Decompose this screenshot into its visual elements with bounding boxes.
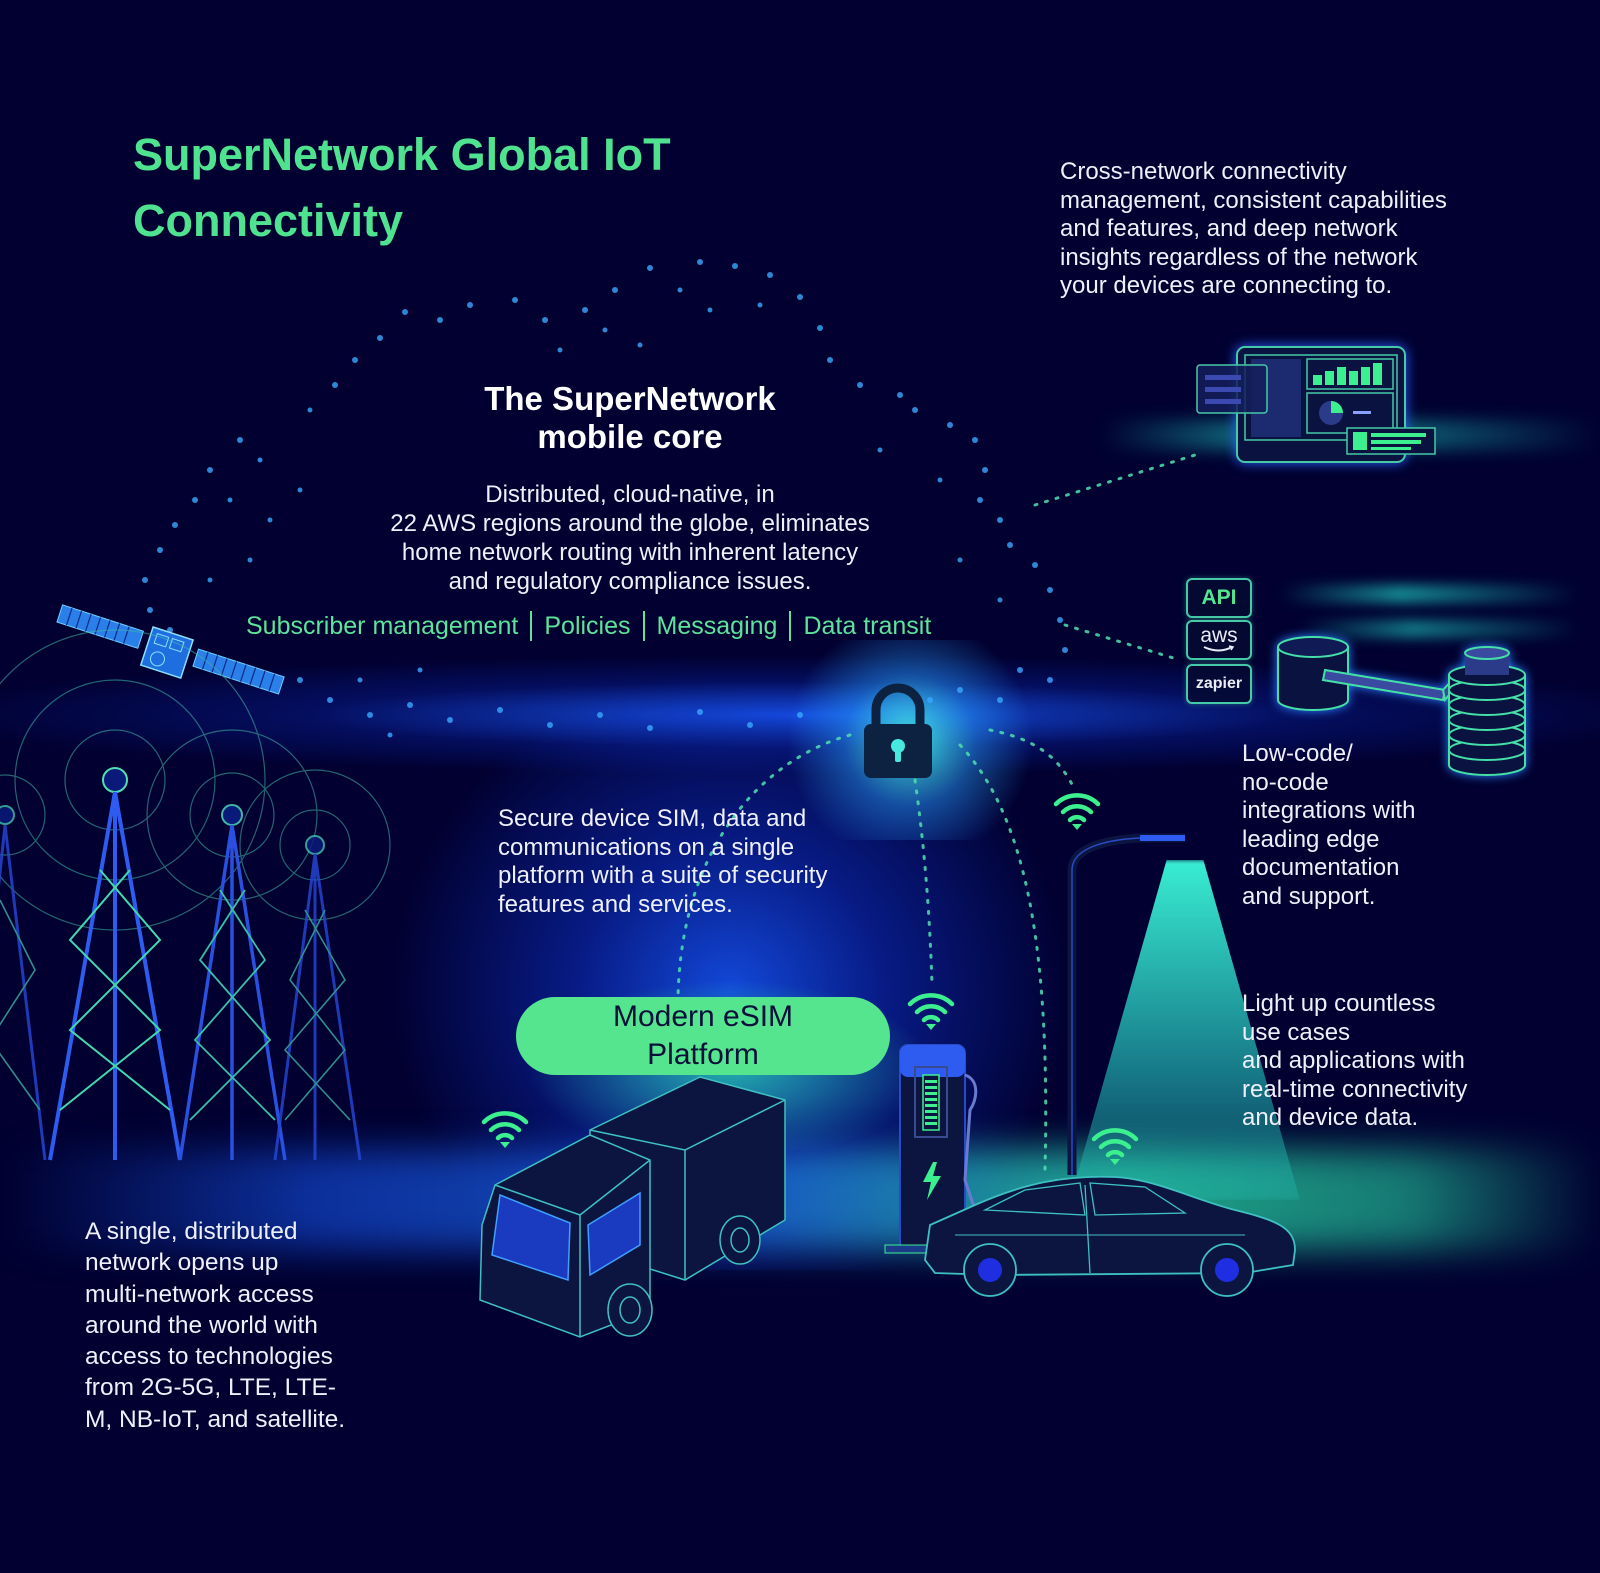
- api-label: API: [1201, 586, 1237, 609]
- callout-line: around the world with: [85, 1311, 318, 1339]
- mobile-core-description: Distributed, cloud-native, in 22 AWS reg…: [320, 480, 940, 596]
- desc-line: Distributed, cloud-native, in: [485, 481, 775, 508]
- dashboard-icon: [1196, 346, 1436, 463]
- feature-separator: [789, 611, 792, 641]
- callout-line: platform with a suite of security: [498, 862, 828, 889]
- database-icon: [1277, 636, 1526, 776]
- api-badge: API: [1186, 578, 1252, 618]
- integration-light-streak: [1300, 620, 1580, 638]
- callout-line: access to technologies: [85, 1343, 333, 1371]
- callout-line: integrations with: [1242, 797, 1416, 824]
- feature-separator: [642, 611, 645, 641]
- feature-subscriber-management: Subscriber management: [246, 612, 519, 640]
- callout-line: and support.: [1242, 882, 1376, 910]
- wifi-signal-icon: [1091, 1128, 1139, 1165]
- page-title: SuperNetwork Global IoT Connectivity: [133, 122, 773, 254]
- callout-line: and applications with: [1242, 1047, 1465, 1074]
- callout-line: leading edge: [1242, 825, 1380, 853]
- callout-line: features and services.: [498, 890, 733, 918]
- ground-glow-band: [0, 1150, 1600, 1250]
- core-feature-list: Subscriber management Policies Messaging…: [246, 610, 1026, 642]
- cell-towers: [0, 629, 391, 1161]
- callout-line: Light up countless: [1242, 990, 1436, 1017]
- feature-data-transit: Data transit: [803, 612, 932, 640]
- zapier-badge: zapier: [1186, 664, 1252, 704]
- mobile-core-heading-line-2: mobile core: [537, 418, 723, 455]
- wifi-signal-icon: [1053, 793, 1101, 830]
- feature-separator: [530, 611, 533, 641]
- integration-light-streak: [1280, 585, 1580, 603]
- secure-device-callout: Secure device SIM, data and communicatio…: [498, 805, 918, 919]
- truck-icon: [479, 1076, 786, 1338]
- mobile-core-heading: The SuperNetwork mobile core: [400, 380, 860, 456]
- callout-line: A single, distributed: [85, 1218, 298, 1245]
- cell-tower-icon: [48, 767, 182, 1161]
- callout-line: Low-code/: [1242, 740, 1353, 767]
- callout-line: and features, and deep network: [1060, 215, 1398, 242]
- lock-icon: [864, 683, 932, 778]
- callout-line: your devices are connecting to.: [1060, 272, 1393, 299]
- callout-line: documentation: [1242, 854, 1400, 881]
- callout-line: network opens up: [85, 1249, 279, 1277]
- callout-line: management, consistent capabilities: [1060, 186, 1447, 214]
- callout-line: Cross-network connectivity: [1060, 158, 1347, 185]
- callout-line: and device data.: [1242, 1104, 1419, 1131]
- callout-line: multi-network access: [85, 1280, 314, 1308]
- desc-line: home network routing with inherent laten…: [401, 539, 859, 566]
- page-title-line-2: Connectivity: [133, 195, 404, 246]
- cross-network-callout: Cross-network connectivity management, c…: [1060, 158, 1540, 301]
- esim-platform-line-1: Modern eSIM: [612, 1000, 794, 1033]
- cell-tower-icon: [0, 805, 47, 1161]
- aws-smile-icon: [1203, 645, 1235, 652]
- zapier-label: zapier: [1195, 675, 1243, 692]
- aws-label: aws: [1200, 624, 1238, 647]
- page-title-line-1: SuperNetwork Global IoT: [133, 129, 671, 180]
- desc-line: and regulatory compliance issues.: [448, 568, 812, 595]
- callout-line: insights regardless of the network: [1060, 243, 1418, 271]
- low-code-callout: Low-code/ no-code integrations with lead…: [1242, 740, 1542, 911]
- cell-tower-icon: [178, 804, 287, 1161]
- mobile-core-heading-line-1: The SuperNetwork: [484, 380, 776, 417]
- feature-policies: Policies: [544, 612, 631, 640]
- street-lamp-icon: [1067, 833, 1185, 1175]
- callout-line: from 2G-5G, LTE, LTE-: [85, 1374, 336, 1402]
- desc-line: 22 AWS regions around the globe, elimina…: [390, 510, 870, 537]
- callout-line: Secure device SIM, data and: [498, 805, 807, 832]
- callout-line: real-time connectivity: [1242, 1075, 1468, 1103]
- light-up-callout: Light up countless use cases and applica…: [1242, 990, 1582, 1133]
- single-network-callout: A single, distributed network opens up m…: [85, 1216, 405, 1435]
- callout-line: M, NB-IoT, and satellite.: [85, 1405, 346, 1433]
- car-icon: [924, 1175, 1296, 1297]
- wifi-signal-icon: [481, 1111, 529, 1148]
- esim-platform-line-2: Platform: [647, 1038, 759, 1071]
- aws-badge: aws: [1186, 620, 1252, 660]
- callout-line: use cases: [1242, 1018, 1351, 1046]
- esim-platform-badge: Modern eSIM Platform: [516, 997, 890, 1075]
- cell-tower-icon: [273, 835, 362, 1161]
- callout-line: communications on a single: [498, 833, 795, 861]
- feature-messaging: Messaging: [656, 612, 778, 640]
- callout-line: no-code: [1242, 768, 1329, 796]
- wifi-signal-icon: [907, 993, 955, 1030]
